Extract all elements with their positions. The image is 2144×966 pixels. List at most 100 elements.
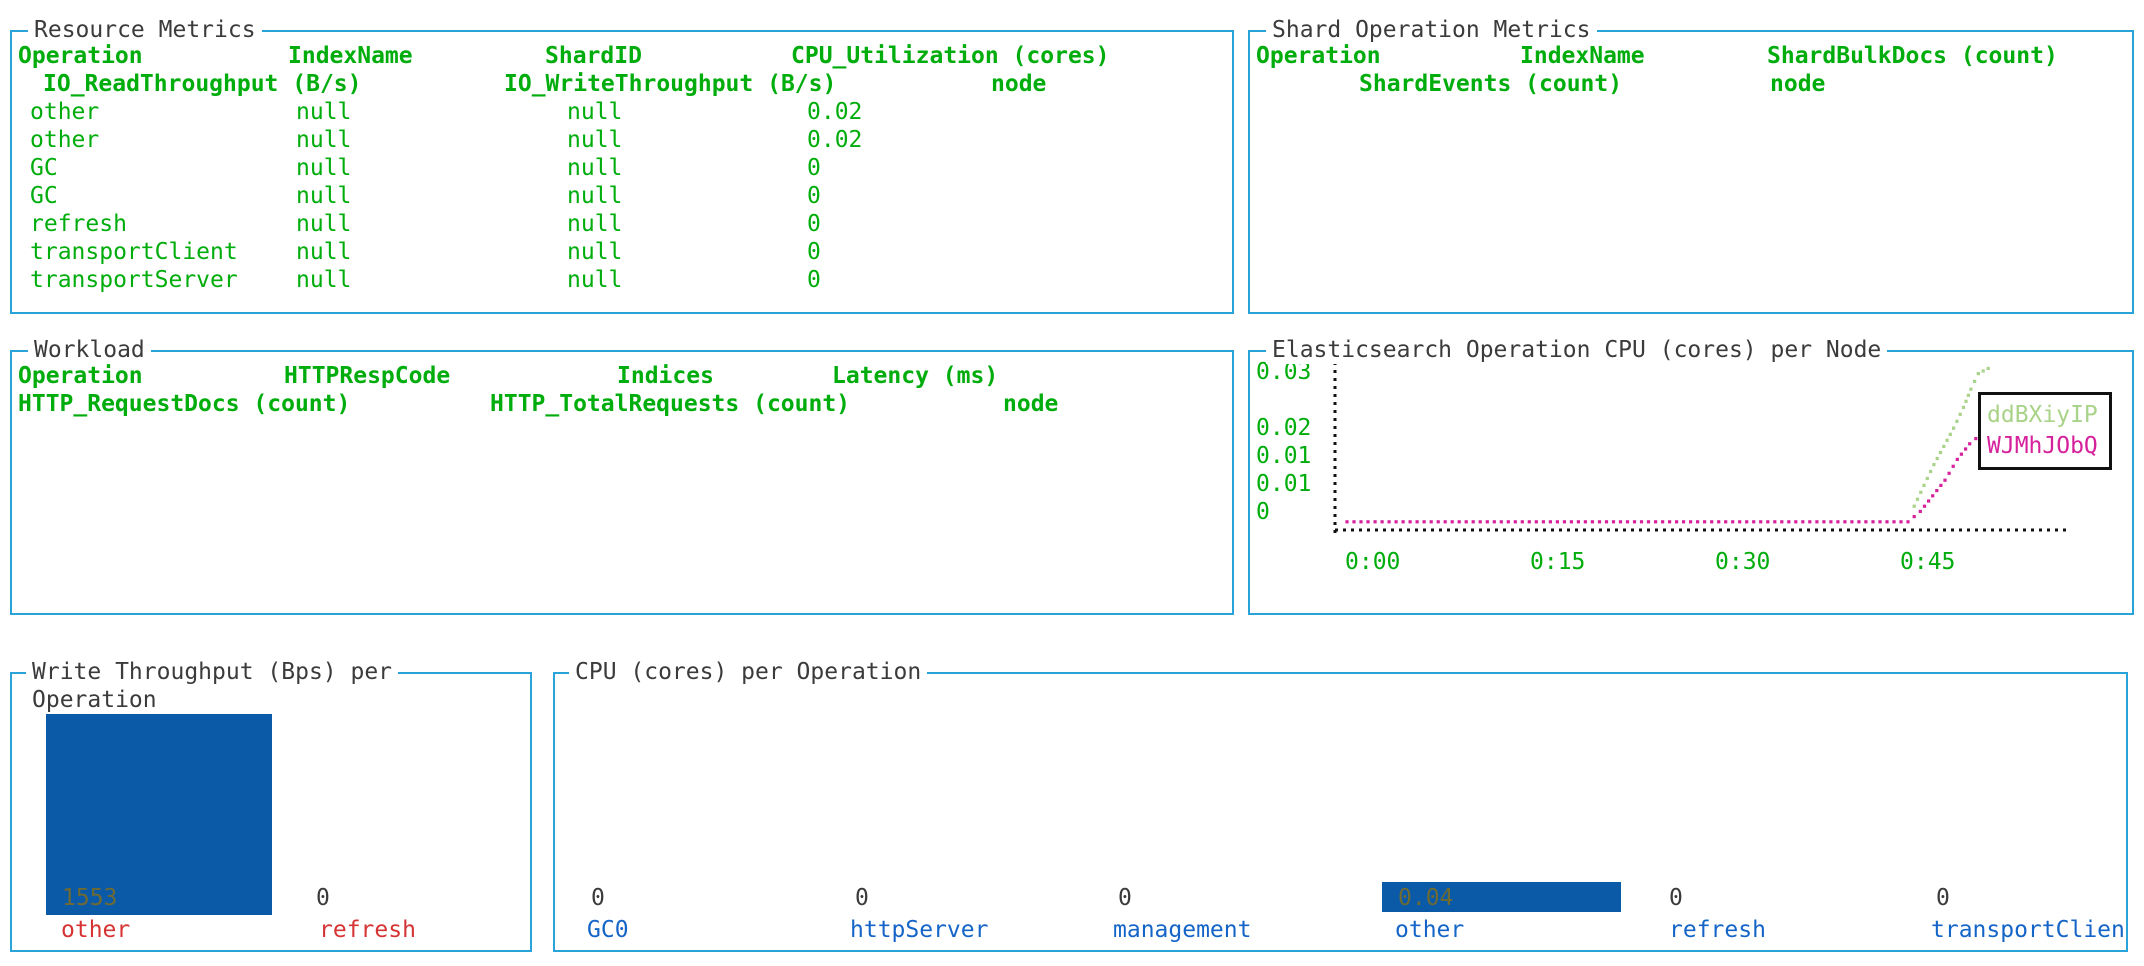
data-point — [1703, 520, 1707, 524]
data-point — [1918, 509, 1922, 513]
col-header-indexname: IndexName — [1520, 43, 1645, 69]
y-axis-tick-label: 0.02 — [1256, 415, 1312, 441]
data-point — [1974, 437, 1978, 441]
data-point — [1829, 520, 1833, 524]
data-point — [1668, 520, 1672, 524]
data-point — [1611, 520, 1616, 524]
data-point — [1915, 497, 1920, 501]
data-point — [1899, 520, 1903, 524]
data-point — [1696, 520, 1700, 524]
table-cell: null — [567, 239, 623, 265]
bar-other — [1382, 882, 1621, 912]
data-point — [1951, 464, 1955, 468]
category-label: httpServer — [850, 917, 989, 943]
data-point — [1773, 520, 1777, 524]
x-axis-tick-label: 0:15 — [1530, 549, 1586, 575]
data-point — [1822, 520, 1826, 524]
data-point — [1955, 419, 1959, 423]
table-cell: null — [296, 99, 352, 125]
data-point — [1935, 456, 1939, 461]
data-point — [1943, 478, 1947, 482]
data-point — [1548, 520, 1552, 524]
data-point — [1499, 520, 1503, 524]
table-cell: null — [567, 267, 623, 293]
data-point — [1359, 520, 1363, 524]
data-point — [1373, 520, 1377, 524]
data-point — [1932, 463, 1936, 467]
panel-workload: Workload Operation HTTPRespCode Indices … — [10, 336, 1234, 615]
data-point — [1457, 520, 1461, 524]
data-point — [1401, 520, 1405, 524]
bar-value-label: 0 — [855, 885, 869, 911]
legend-entry-ddBXiyIP: ddBXiyIP — [1987, 402, 2098, 428]
table-row: transportClient — [30, 239, 238, 265]
y-axis-tick-label: 0.01 — [1256, 471, 1312, 497]
col-header-httprespcode: HTTPRespCode — [284, 363, 451, 389]
table-row: other — [30, 99, 100, 125]
y-axis-tick-label: 0.01 — [1256, 443, 1312, 469]
data-point — [1969, 387, 1973, 391]
data-point — [1759, 520, 1763, 524]
col-header-requestdocs: HTTP_RequestDocs (count) — [18, 391, 351, 417]
data-point — [1952, 426, 1956, 430]
panel-cpu-per-operation: CPU (cores) per Operation 0 0 0 0.04 0 0… — [553, 658, 2128, 952]
col-header-latency: Latency (ms) — [832, 363, 999, 389]
data-point — [1925, 476, 1929, 481]
data-point — [1745, 520, 1749, 524]
bar-value-label: 0 — [1669, 885, 1683, 911]
data-point — [1942, 444, 1946, 448]
data-point — [1380, 520, 1384, 524]
table-cell: null — [567, 127, 623, 153]
table-cell: 0.02 — [807, 127, 863, 153]
data-point — [1675, 520, 1679, 524]
data-point — [1964, 447, 1968, 451]
bar-value-label: 0 — [591, 885, 605, 911]
col-header-shardevents: ShardEvents (count) — [1359, 71, 1623, 97]
scatter-plot-area — [1333, 362, 2068, 535]
table-cell: null — [567, 211, 623, 237]
data-point — [1885, 520, 1889, 524]
table-row: GC — [30, 155, 58, 181]
data-point — [1583, 520, 1587, 524]
data-point — [1422, 520, 1426, 524]
data-point — [1569, 520, 1573, 524]
data-point — [1958, 412, 1962, 416]
data-point — [1955, 457, 1959, 461]
data-point — [1986, 366, 1990, 370]
data-point — [1843, 520, 1847, 524]
data-point — [1604, 520, 1609, 524]
panel-resource-metrics: Resource Metrics Operation IndexName Sha… — [10, 16, 1234, 314]
panel-title: Resource Metrics — [28, 16, 262, 44]
data-point — [1871, 520, 1875, 524]
table-cell: 0 — [807, 239, 821, 265]
table-cell: 0 — [807, 267, 821, 293]
panel-shard-operation-metrics: Shard Operation Metrics Operation IndexN… — [1248, 16, 2134, 314]
data-point — [1485, 520, 1489, 524]
col-header-operation: Operation — [1256, 43, 1381, 69]
data-point — [1576, 520, 1580, 524]
data-point — [1857, 520, 1861, 524]
category-label: GC0 — [587, 917, 629, 943]
data-point — [1724, 520, 1728, 524]
col-header-indexname: IndexName — [288, 43, 413, 69]
bar-value-label: 1553 — [62, 885, 118, 911]
data-point — [1520, 520, 1524, 524]
bar-value-label: 0.04 — [1398, 885, 1454, 911]
data-point — [1945, 438, 1949, 442]
data-point — [1562, 520, 1566, 524]
data-point — [1429, 520, 1433, 524]
data-point — [1964, 399, 1968, 403]
col-header-cpu: CPU_Utilization (cores) — [791, 43, 1110, 69]
data-point — [1780, 520, 1784, 524]
table-cell: null — [567, 99, 623, 125]
data-point — [1801, 520, 1805, 524]
data-point — [1850, 520, 1854, 524]
col-header-io-read: IO_ReadThroughput (B/s) — [43, 71, 362, 97]
y-axis-tick-label: 0 — [1256, 499, 1270, 525]
category-label: management — [1113, 917, 1252, 943]
panel-title-line2: Operation — [32, 687, 157, 713]
data-point — [1717, 520, 1721, 524]
data-point — [1682, 520, 1686, 524]
panel-write-throughput: Write Throughput (Bps) per Operation 155… — [10, 658, 532, 952]
